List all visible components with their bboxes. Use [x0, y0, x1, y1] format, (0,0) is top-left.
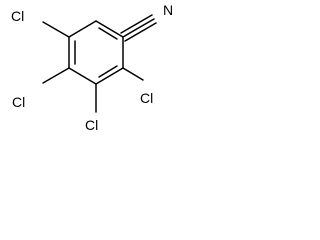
benzene-ring: [68, 20, 124, 85]
cl-label-right: Cl: [140, 90, 153, 106]
cl-label-mid-left: Cl: [12, 94, 25, 110]
structure-diagram: N Cl Cl Cl Cl: [11, 2, 173, 133]
ring-bond-top-left: [68, 20, 97, 38]
nitrile-bond-2: [120, 14, 153, 34]
nitrile-bond-3: [124, 22, 157, 42]
nitrogen-label: N: [163, 2, 173, 18]
cl-bond-mid-left: [42, 67, 70, 84]
cl-bond-top-left: [42, 21, 70, 38]
cl-label-top-left: Cl: [11, 8, 24, 24]
cl-bond-right: [122, 67, 144, 81]
nitrile-group: N: [120, 2, 173, 42]
ring-bond-bottom-left: [68, 67, 97, 85]
ring-double-bond-bottom: [98, 65, 118, 78]
ring-bond-top-right: [95, 20, 124, 38]
chlorine-substituents: Cl Cl Cl Cl: [11, 8, 153, 133]
ring-bond-bottom-right: [95, 67, 124, 85]
ring-double-bond-top: [98, 27, 118, 40]
nitrile-bond-1: [122, 18, 155, 38]
cl-label-bottom: Cl: [85, 117, 98, 133]
